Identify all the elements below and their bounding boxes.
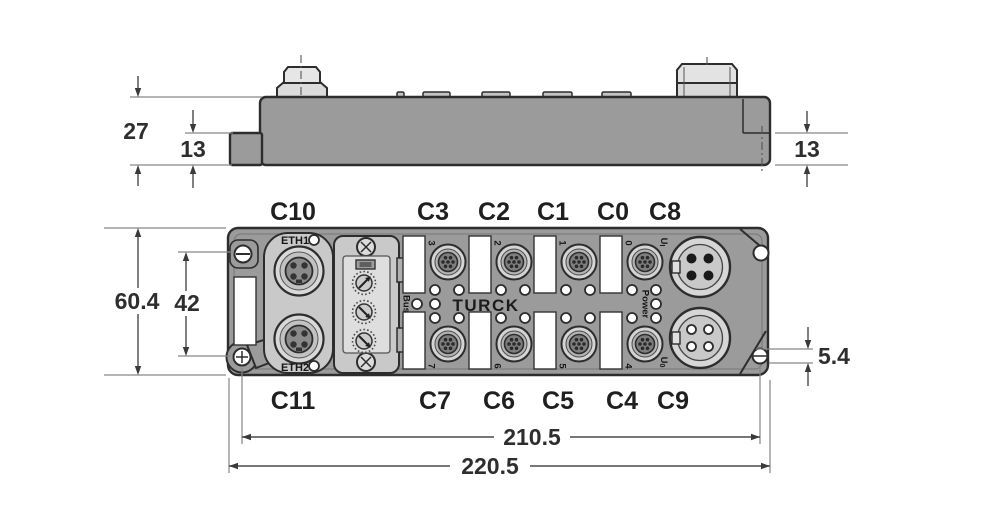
dim-220-5: 220.5 — [229, 453, 770, 479]
label-c4: C4 — [606, 387, 638, 415]
label-c8: C8 — [649, 198, 681, 226]
power-led-label: Power — [640, 290, 651, 319]
eth1-m12-connector — [273, 245, 325, 297]
port-number-5: 5 — [557, 363, 568, 369]
dim-210-5-value: 210.5 — [503, 424, 561, 450]
label-c0: C0 — [597, 198, 629, 226]
power-led — [650, 298, 662, 310]
dim-42-value: 42 — [174, 290, 200, 316]
label-c9: C9 — [657, 387, 689, 415]
bus-led-label: Bus — [401, 295, 412, 313]
connector-c2 — [495, 243, 533, 281]
label-c1: C1 — [537, 198, 569, 226]
eth1-label: ETH1 — [281, 235, 309, 247]
eth1-led — [308, 234, 320, 246]
connector-c6 — [495, 325, 533, 363]
port-numbers: 3 2 1 0 7 6 5 4 — [426, 240, 634, 369]
bus-led — [411, 298, 423, 310]
side-m12-connector — [276, 55, 328, 124]
io-label-plates — [402, 235, 623, 370]
dim-60-4: 60.4 — [114, 228, 162, 375]
side-left-mounting-foot — [228, 131, 264, 167]
dim-13-left: 13 — [180, 110, 206, 188]
power-connector-c9 — [668, 306, 732, 370]
dim-13-left-value: 13 — [180, 136, 206, 162]
port-number-3: 3 — [426, 240, 437, 245]
label-c2: C2 — [478, 198, 510, 226]
brand-logo: TURCK — [453, 296, 520, 315]
dim-60-4-value: 60.4 — [115, 288, 160, 314]
power-connector-c8 — [668, 235, 732, 299]
dim-27: 27 — [123, 76, 149, 186]
power-out-label: U0 — [659, 357, 670, 368]
label-c6: C6 — [483, 387, 515, 415]
side-power-connector — [676, 57, 738, 99]
dim-27-value: 27 — [123, 118, 149, 144]
front-view-drawing: ETH1 ETH2 — [104, 198, 850, 479]
eth2-led — [308, 360, 320, 372]
port-number-0: 0 — [623, 240, 634, 245]
connector-c3 — [429, 243, 467, 281]
slot-screw-top-left — [233, 244, 253, 264]
label-c11: C11 — [271, 387, 316, 415]
dim-220-5-value: 220.5 — [461, 453, 519, 479]
cover-screw-top — [356, 237, 376, 257]
side-dimensions: 27 13 13 — [123, 76, 848, 188]
connector-c0 — [626, 243, 664, 281]
label-c5: C5 — [542, 387, 574, 415]
cover-screw-bottom — [356, 352, 376, 372]
front-dimensions: 60.4 42 5.4 210.5 — [104, 227, 850, 479]
port-number-6: 6 — [492, 363, 503, 368]
label-c10: C10 — [270, 198, 316, 226]
dim-5-4: 5.4 — [804, 327, 850, 386]
eth2-label: ETH2 — [281, 362, 309, 374]
dim-42: 42 — [168, 252, 204, 356]
connector-name-labels-bottom: C11 C7 C6 C5 C4 C9 — [271, 387, 689, 415]
connector-c1 — [560, 243, 598, 281]
connector-c5 — [560, 325, 598, 363]
port-number-2: 2 — [492, 240, 503, 245]
mounting-hole-bottom-right — [751, 347, 769, 365]
port-number-7: 7 — [426, 363, 437, 368]
dim-13-right: 13 — [794, 111, 820, 187]
power-in-label: UI — [659, 238, 670, 247]
side-label-strip — [233, 276, 257, 346]
mounting-hole-top-right — [752, 244, 770, 262]
dim-5-4-value: 5.4 — [818, 343, 850, 369]
label-c7: C7 — [419, 387, 451, 415]
side-housing-body — [258, 95, 772, 167]
side-connector-bosses — [396, 91, 632, 98]
phillips-screw-bottom-left — [232, 347, 252, 367]
switch-window-inner — [359, 262, 372, 267]
port-number-1: 1 — [557, 240, 568, 246]
address-switch-cover — [333, 235, 405, 374]
dim-210-5: 210.5 — [242, 424, 760, 450]
connector-c4 — [626, 325, 664, 363]
label-c3: C3 — [417, 198, 449, 226]
connector-name-labels-top: C10 C3 C2 C1 C0 C8 — [270, 198, 681, 226]
eth2-m12-connector — [273, 313, 325, 365]
side-view-drawing: 27 13 13 — [123, 55, 848, 188]
port-number-4: 4 — [623, 363, 634, 369]
connector-c7 — [429, 325, 467, 363]
dim-13-right-value: 13 — [794, 136, 820, 162]
side-right-flange — [742, 99, 769, 173]
